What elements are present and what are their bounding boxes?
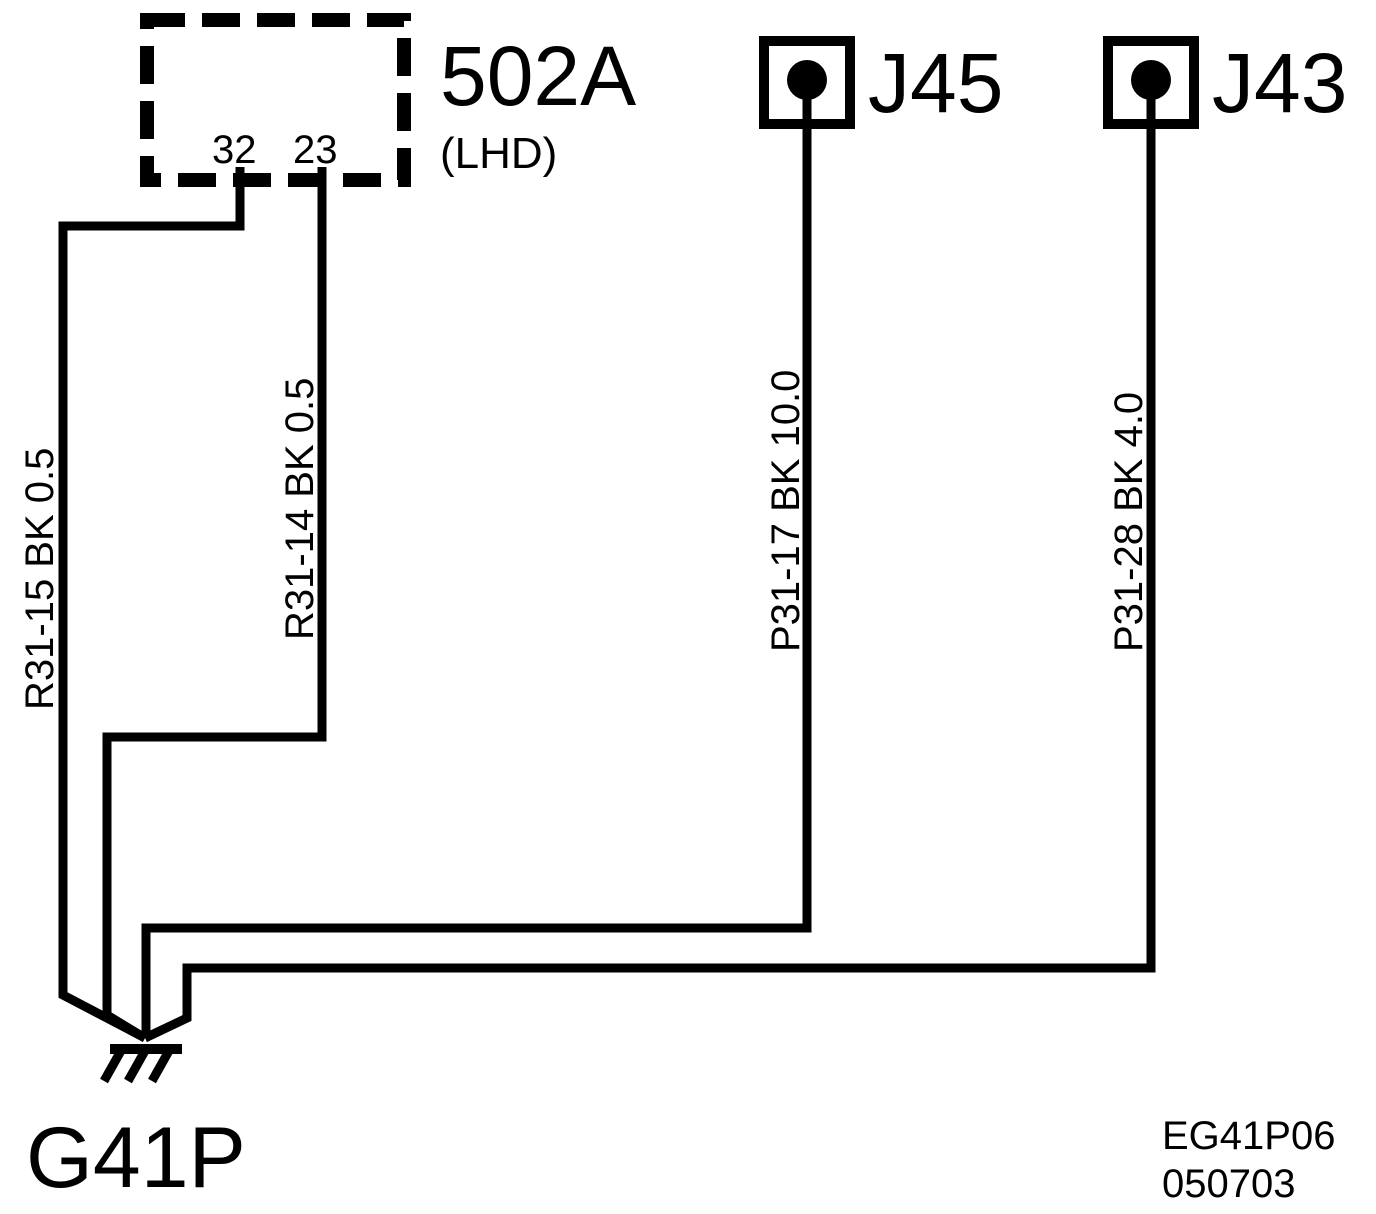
connector-502a-note: (LHD) xyxy=(440,129,557,178)
connector-j45-label: J45 xyxy=(868,36,1003,130)
wire-r31-14 xyxy=(102,167,327,1042)
reference-date: 050703 xyxy=(1162,1162,1295,1206)
connector-j45: J45 xyxy=(759,36,1003,130)
wire-r31-15-label: R31-15 BK 0.5 xyxy=(18,448,62,710)
ground-label: G41P xyxy=(26,1110,246,1206)
pin-23-label: 23 xyxy=(293,128,338,172)
wire-p31-17-label: P31-17 BK 10.0 xyxy=(764,370,808,652)
connector-j43: J43 xyxy=(1103,36,1347,130)
wire-p31-28 xyxy=(143,80,1156,1043)
pin-32-label: 32 xyxy=(212,128,257,172)
connector-j43-label: J43 xyxy=(1212,36,1347,130)
wire-r31-14-label: R31-14 BK 0.5 xyxy=(278,378,322,640)
wire-p31-28-label: P31-28 BK 4.0 xyxy=(1107,392,1151,652)
wire-r31-15 xyxy=(58,167,245,1042)
connector-502a-label: 502A xyxy=(440,29,636,123)
ground-icon xyxy=(100,1044,182,1084)
reference-code: EG41P06 xyxy=(1162,1114,1335,1158)
connector-502a: 32 23 502A (LHD) xyxy=(140,13,636,187)
connector-502a-outline xyxy=(140,13,411,187)
wire-p31-17 xyxy=(141,80,812,1038)
